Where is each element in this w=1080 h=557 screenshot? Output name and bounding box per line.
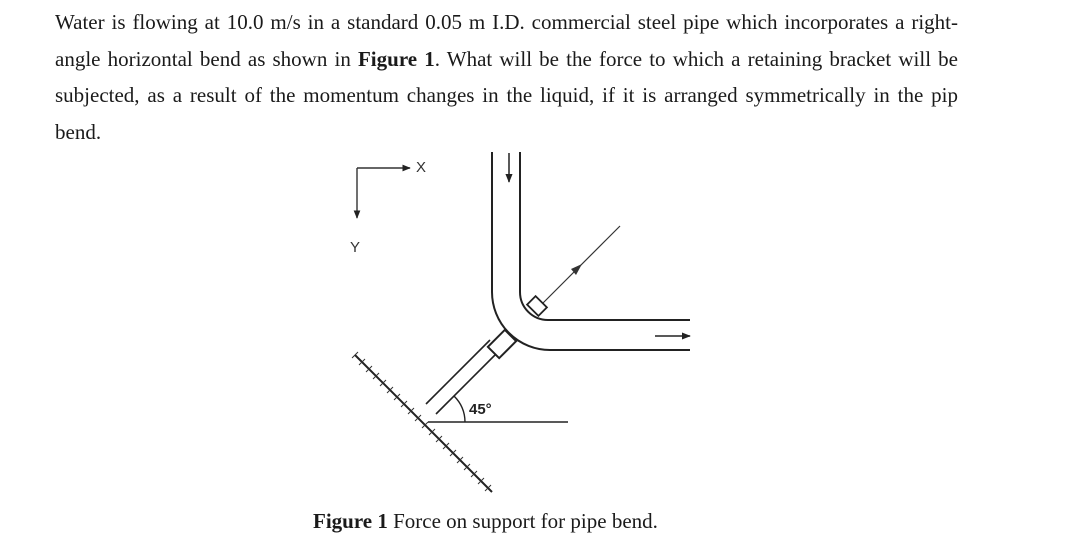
wall <box>351 351 493 493</box>
pipe-bend <box>491 152 690 351</box>
caption-text: Force on support for pipe bend. <box>387 509 658 533</box>
inner-pad <box>525 294 549 318</box>
x-axis-label: X <box>416 159 426 176</box>
angle-arc <box>453 395 466 423</box>
bracket-clamp <box>486 328 518 360</box>
retaining-bracket <box>425 328 518 415</box>
coordinate-axes <box>353 164 411 219</box>
question-text-part1: Water is flowing at 10.0 m/s in a standa… <box>55 10 958 71</box>
question-text-part2: . What will be the force to which a reta… <box>55 46 958 144</box>
y-axis-label: Y <box>350 239 360 256</box>
question-text: Water is flowing at 10.0 m/s in a standa… <box>55 4 958 150</box>
figure-caption: Figure 1 Force on support for pipe bend. <box>313 506 658 536</box>
figure-reference: Figure 1 <box>357 46 435 71</box>
pipe-inner-wall <box>519 152 690 321</box>
angle-label: 45° <box>469 401 492 418</box>
bracket-rod-edge-1 <box>425 339 491 405</box>
wall-hatching <box>351 351 492 492</box>
bracket-rod-edge-2 <box>435 349 501 415</box>
force-arrow-head <box>571 264 582 275</box>
caption-label: Figure 1 <box>313 509 388 533</box>
wall-line <box>354 354 493 493</box>
